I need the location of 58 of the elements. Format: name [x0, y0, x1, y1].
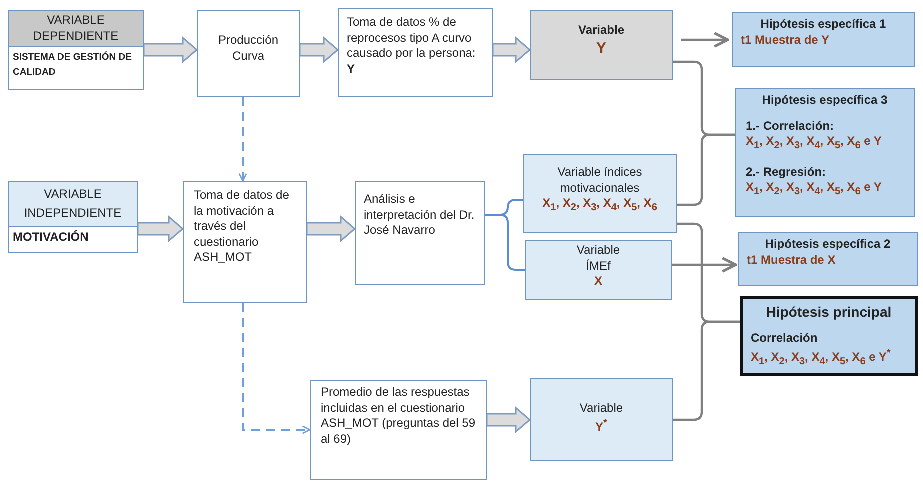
index-label: ÍMEf [585, 258, 612, 274]
variable-box [8, 10, 144, 90]
process-box [197, 10, 300, 97]
variable-symbol: X [593, 274, 604, 290]
process-box [183, 181, 307, 303]
dashed-arrow [242, 303, 311, 434]
variable-box [523, 154, 677, 233]
block-arrow [492, 36, 532, 64]
variable-label: Variable [578, 401, 624, 417]
process-box [355, 181, 485, 285]
variable-label: Variable [577, 23, 626, 39]
block-arrow [486, 406, 532, 434]
variable-label: Variable [576, 243, 622, 259]
variable-heading: VARIABLE INDEPENDIENTE [9, 182, 137, 228]
method-label: 2.- Regresión: [746, 164, 828, 180]
variables-list: X$_{1}$, X$_{2}$, X$_{3}$, X$_{4}$, X$_{5}$, X$_{6}$ [528, 196, 672, 215]
hypothesis-box [740, 296, 918, 376]
process-text: Toma de datos % de reprocesos tipo A curvo causado por la persona: Y [347, 15, 477, 78]
variable-symbol: Y [595, 38, 608, 58]
variable-name: MOTIVACIÓN [12, 229, 90, 246]
method-label: 1.- Correlación: [746, 118, 836, 134]
process-box [310, 380, 487, 480]
variable-name: SISTEMA DE GESTIÓN DE CALIDAD [12, 50, 133, 80]
dashed-arrow [238, 97, 248, 182]
hypothesis-title: Hipótesis principal [765, 303, 893, 322]
process-text: Promedio de las respuestas incluidas en el cuestionario ASH_MOT (preguntas del 59 al 69) [321, 385, 476, 448]
variable-box [530, 10, 673, 80]
variable-box [525, 240, 672, 300]
hypothesis-box [735, 88, 915, 217]
hypothesis-title: Hipótesis específica 3 [761, 93, 889, 109]
hypothesis-box [738, 232, 918, 286]
block-arrow [137, 215, 184, 243]
process-text: Análisis e interpretación del Dr. José Navarro [364, 192, 476, 239]
block-arrow [299, 36, 340, 64]
hypothesis-detail: t1 Muestra de X [747, 252, 837, 268]
block-arrow [143, 36, 198, 64]
hypothesis-title: Hipótesis específica 2 [764, 237, 892, 253]
hypothesis-detail: t1 Muestra de Y [741, 32, 830, 48]
variables-list: X$_{1}$, X$_{2}$, X$_{3}$, X$_{4}$, X$_{5}$, X$_{6}$ e Y [746, 180, 904, 199]
process-box [338, 8, 493, 97]
variable-box [530, 378, 673, 461]
variable-box [8, 181, 138, 253]
bracket-connector [677, 134, 735, 206]
variables-list: X$_{1}$, X$_{2}$, X$_{3}$, X$_{4}$, X$_{5}$, X$_{6}$ e Y$^{*}$ [751, 346, 907, 368]
process-text: Toma de datos de la motivación a través del cuestionario ASH_MOT [194, 188, 290, 266]
arrow [681, 32, 730, 48]
variable-label: Variable índices motivacionales [556, 165, 644, 196]
bracket-connector [485, 214, 525, 271]
process-text: Producción Curva [217, 33, 280, 64]
method-label: Correlación [751, 331, 819, 347]
variables-list: X$_{1}$, X$_{2}$, X$_{3}$, X$_{4}$, X$_{5}$, X$_{6}$ e Y [746, 134, 904, 153]
variable-symbol: Y$^{*}$ [594, 416, 608, 436]
variable-heading: VARIABLE DEPENDIENTE [9, 11, 143, 48]
block-arrow [306, 215, 356, 243]
bracket-connector [673, 320, 740, 422]
arrow [672, 257, 738, 273]
hypothesis-title: Hipótesis específica 1 [760, 17, 888, 33]
hypothesis-box [732, 12, 915, 67]
